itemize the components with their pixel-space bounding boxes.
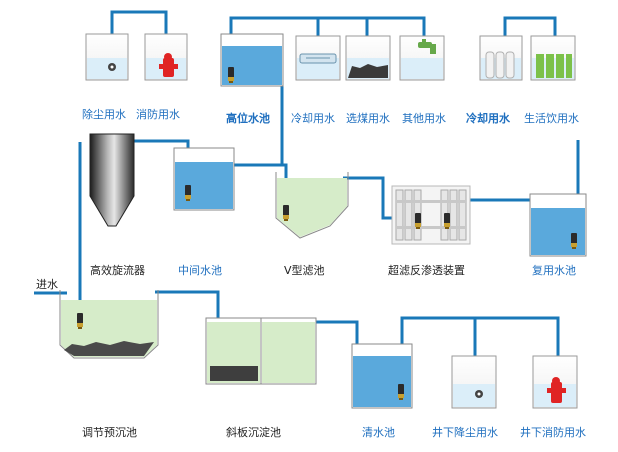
cyclone-separator bbox=[89, 133, 135, 227]
pump-icon bbox=[398, 384, 404, 400]
label-cooling-water-1: 冷却用水 bbox=[291, 112, 335, 125]
cooling-pipe-icon bbox=[299, 53, 337, 64]
other-water-box bbox=[399, 35, 445, 81]
high-tank bbox=[220, 33, 284, 87]
dust-nozzle-icon bbox=[475, 390, 483, 398]
coal-wash-water-box bbox=[345, 35, 391, 81]
label-coal-wash-water: 选煤用水 bbox=[346, 112, 390, 125]
inclined-plate-tank bbox=[205, 317, 317, 385]
pump-icon bbox=[444, 213, 450, 229]
reuse-tank bbox=[529, 193, 587, 257]
cooling-water-box-1 bbox=[295, 35, 341, 81]
label-other-water: 其他用水 bbox=[402, 112, 446, 125]
label-domestic-water: 生活饮用水 bbox=[524, 112, 579, 125]
middle-tank bbox=[173, 147, 235, 211]
filter-cartridge-icon bbox=[485, 51, 515, 79]
regulating-tank bbox=[59, 290, 159, 359]
label-inclined-plate-tank: 斜板沉淀池 bbox=[226, 426, 281, 439]
cooling-water-box-2 bbox=[479, 35, 523, 81]
pump-icon bbox=[185, 185, 191, 201]
label-uf-ro: 超滤反渗透装置 bbox=[388, 264, 465, 277]
underground-dust-water-box bbox=[451, 355, 497, 409]
clear-water-tank bbox=[351, 343, 413, 409]
label-dust-water: 除尘用水 bbox=[82, 108, 126, 121]
water-tap-icon bbox=[418, 39, 436, 54]
label-v-filter: V型滤池 bbox=[284, 264, 325, 277]
underground-fire-water-box bbox=[532, 355, 578, 409]
domestic-water-box bbox=[530, 35, 576, 81]
dust-nozzle-icon bbox=[108, 63, 116, 71]
label-regulating-tank: 调节预沉池 bbox=[82, 426, 137, 439]
label-middle-tank: 中间水池 bbox=[178, 264, 222, 277]
fire-water-box bbox=[144, 33, 188, 81]
label-clear-water-tank: 清水池 bbox=[362, 426, 395, 439]
label-inlet: 进水 bbox=[36, 278, 58, 291]
fire-hydrant-icon bbox=[159, 53, 178, 77]
pump-icon bbox=[283, 205, 289, 221]
coal-pile-icon bbox=[348, 64, 388, 78]
pump-icon bbox=[228, 67, 234, 83]
label-cyclone: 高效旋流器 bbox=[90, 264, 145, 277]
fire-hydrant-icon bbox=[547, 377, 566, 403]
uf-ro-unit bbox=[391, 185, 471, 245]
label-underground-fire-water: 井下消防用水 bbox=[520, 426, 586, 439]
drinking-bottles-icon bbox=[536, 54, 572, 78]
pump-icon bbox=[415, 213, 421, 229]
label-cooling-water-2: 冷却用水 bbox=[466, 112, 510, 125]
label-fire-water: 消防用水 bbox=[136, 108, 180, 121]
pump-icon bbox=[77, 313, 83, 329]
label-reuse-tank: 复用水池 bbox=[532, 264, 576, 277]
pump-icon bbox=[571, 233, 577, 249]
label-high-tank: 高位水池 bbox=[226, 112, 270, 125]
v-filter bbox=[275, 172, 349, 239]
dust-water-box bbox=[85, 33, 129, 81]
label-underground-dust-water: 井下降尘用水 bbox=[432, 426, 498, 439]
